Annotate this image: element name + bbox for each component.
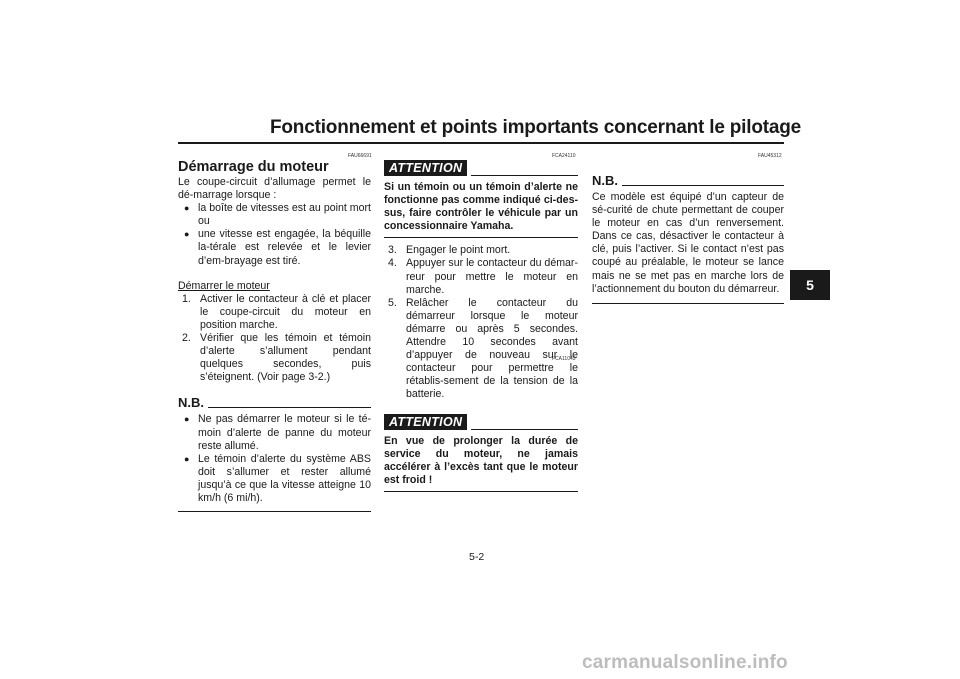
step-text: Appuyer sur le contacteur du démar-reur … — [406, 257, 578, 296]
attention-text: Si un témoin ou un témoin d’alerte ne fo… — [384, 181, 578, 233]
step-number: 1. — [182, 292, 191, 305]
step-number: 4. — [388, 257, 397, 270]
column-middle: ATTENTION Si un témoin ou un témoin d’al… — [384, 160, 578, 492]
column-right: N.B. Ce modèle est équipé d’un capteur d… — [592, 174, 784, 304]
step-item: 1. Activer le contacteur à clé et placer … — [178, 293, 371, 332]
note-bullet: Le témoin d’alerte du système ABS doit s… — [178, 453, 371, 505]
step-item: 5. Relâcher le contacteur du démarreur lo… — [384, 297, 578, 402]
attention-badge: ATTENTION — [384, 160, 468, 176]
attention-rule — [471, 428, 578, 430]
step-number: 3. — [388, 244, 397, 257]
note-bullet: Ne pas démarrer le moteur si le té-moin … — [178, 413, 371, 452]
attention-code: FCA24110 — [552, 153, 576, 159]
column-left: Démarrage du moteur Le coupe-circuit d’a… — [178, 159, 371, 513]
attention-badge: ATTENTION — [384, 413, 468, 430]
step-item: 4. Appuyer sur le contacteur du démar-reu… — [384, 257, 578, 296]
subheading: Démarrer le moteur — [178, 279, 270, 292]
page-number: 5-2 — [469, 551, 485, 563]
step-text: Vérifier que les témoin et témoin d’aler… — [200, 332, 371, 384]
bullet-item: la boîte de vitesses est au point mort o… — [178, 202, 371, 228]
attention-rule — [471, 175, 578, 176]
page-header-title: Fonctionnement et points importants conc… — [270, 117, 801, 138]
step-text: Activer le contacteur à clé et placer le… — [200, 292, 371, 331]
header-rule — [178, 142, 784, 144]
attention-header: ATTENTION — [384, 413, 578, 430]
step-item: 2. Vérifier que les témoin et témoin d’al… — [178, 332, 371, 384]
watermark: carmanualsonline.info — [582, 652, 788, 673]
note-rule — [622, 185, 784, 186]
attention-text: En vue de prolonger la durée de service … — [384, 434, 578, 486]
step-text: Relâcher le contacteur du démarreur lors… — [406, 296, 578, 401]
attention-end-rule — [384, 237, 578, 239]
step-number: 2. — [182, 332, 191, 345]
step-text: Engager le point mort. — [406, 244, 511, 257]
step-item: 3. Engager le point mort. — [384, 244, 578, 257]
note-end-rule — [592, 302, 784, 304]
note-title: N.B. — [592, 173, 618, 188]
note-end-rule — [178, 511, 371, 513]
intro-text: Le coupe-circuit d’allumage permet le dé… — [178, 176, 371, 202]
bullet-item: une vitesse est engagée, la béquille la-… — [178, 228, 371, 267]
step-number: 5. — [388, 296, 397, 309]
attention-header: ATTENTION — [384, 160, 578, 176]
chapter-tab: 5 — [790, 270, 830, 300]
note-header: N.B. — [592, 174, 784, 188]
note-rule — [208, 407, 371, 409]
note-header: N.B. — [178, 396, 371, 410]
attention-end-rule — [384, 490, 578, 492]
section-code: FAU66691 — [348, 153, 372, 159]
section-heading: Démarrage du moteur — [178, 159, 329, 175]
attention-code: FCA11043 — [552, 356, 576, 362]
note-text: Ce modèle est équipé d’un capteur de sé-… — [592, 191, 784, 295]
note-title: N.B. — [178, 395, 204, 411]
note-code: FAU45312 — [758, 153, 782, 159]
